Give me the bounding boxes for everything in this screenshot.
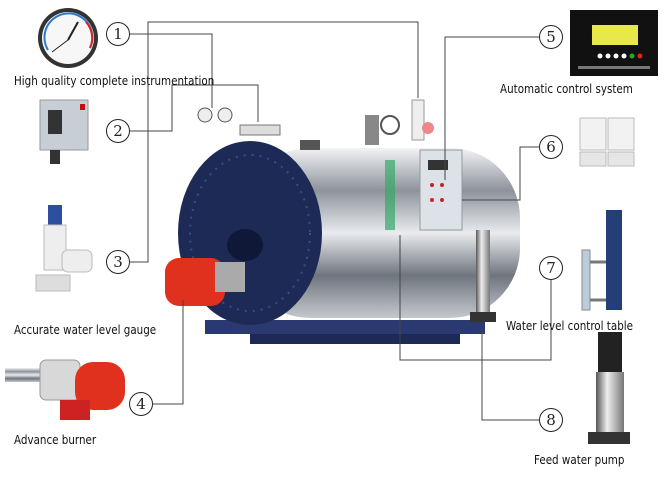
callout-6: 6	[539, 135, 563, 159]
label-control-system: Automatic control system	[500, 81, 633, 96]
burner-image	[5, 359, 125, 420]
callout-8: 8	[539, 408, 563, 432]
label-instrumentation: High quality complete instrumentation	[14, 73, 215, 88]
contactor-image	[579, 117, 635, 167]
callout-3: 3	[106, 250, 130, 274]
callout-7: 7	[539, 256, 563, 280]
safety-valve-image	[35, 205, 93, 292]
water-level-table-image	[581, 210, 622, 311]
pressure-gauge-image	[38, 8, 98, 68]
label-water-level-gauge: Accurate water level gauge	[14, 322, 157, 337]
label-burner: Advance burner	[14, 432, 97, 447]
leader-lines	[130, 21, 552, 421]
control-panel-image	[570, 10, 658, 76]
label-water-level-table: Water level control table	[506, 318, 634, 333]
callout-2: 2	[106, 119, 130, 143]
callout-1: 1	[106, 22, 130, 46]
feed-pump-image	[588, 332, 630, 444]
callout-4: 4	[129, 392, 153, 416]
pressure-controller-image	[39, 99, 89, 164]
label-feed-pump: Feed water pump	[534, 452, 625, 467]
boiler-image	[165, 99, 520, 344]
callout-5: 5	[539, 25, 563, 49]
